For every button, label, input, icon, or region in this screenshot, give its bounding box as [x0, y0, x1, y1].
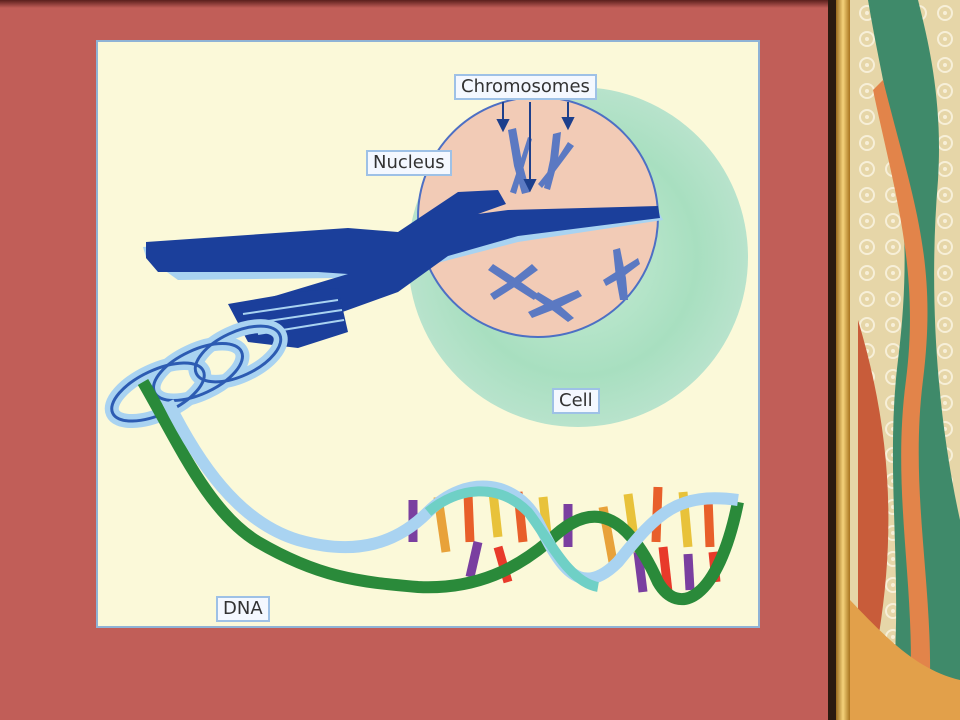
diagram-panel: Chromosomes Nucleus Cell DNA: [96, 40, 760, 628]
dna-diagram: [104, 87, 748, 605]
dna-supercoil: [104, 319, 288, 429]
label-chromosomes: Chromosomes: [454, 74, 597, 100]
slide-top-shadow: [0, 0, 828, 8]
label-cell: Cell: [552, 388, 600, 414]
dna-double-helix: [137, 378, 744, 605]
ornamental-border: [828, 0, 960, 720]
label-dna: DNA: [216, 596, 270, 622]
label-nucleus: Nucleus: [366, 150, 452, 176]
decorative-side-frame: [828, 0, 960, 720]
chromosome-pointer-arrows: [496, 102, 575, 193]
nucleus-chromosomes: [488, 128, 640, 322]
